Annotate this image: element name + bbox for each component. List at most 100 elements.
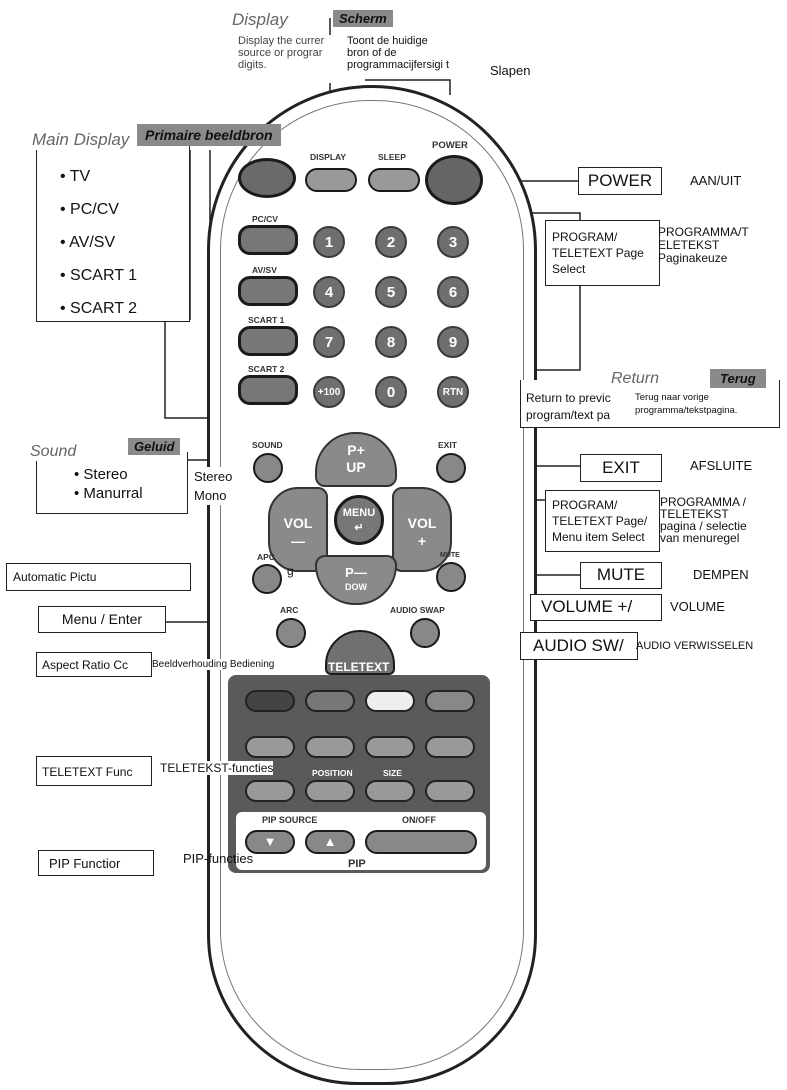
main-display-item: • TV [60,168,91,185]
display-nl-line-2: bron of de [347,47,397,59]
sound-item: • Manurral [74,485,143,502]
audio-swap-box-label: AUDIO SW/ [533,636,624,655]
teletext-func-button-4[interactable] [425,736,475,758]
pccv-button-label: PC/CV [252,214,278,224]
sound-button-label: SOUND [252,440,283,450]
sound-title: Sound [30,443,80,461]
pip-down-button[interactable]: ▼ [245,830,295,854]
display-description: Display the currer source or prograr dig… [238,35,348,83]
audio-swap-box: AUDIO SW/ [520,632,638,660]
volume-box: VOLUME +/ [530,594,662,621]
exit-box: EXIT [580,454,662,482]
mute-box: MUTE [580,562,662,589]
digit-9-button[interactable]: 9 [437,326,469,358]
rtn-button[interactable]: RTN [437,376,469,408]
size-button[interactable] [365,780,415,802]
digit-2-button[interactable]: 2 [375,226,407,258]
arc-box-label: Aspect Ratio Cc [42,658,129,672]
pip-label-nl: PIP-functies [183,851,254,866]
digit-3-button[interactable]: 3 [437,226,469,258]
menu-enter-button[interactable]: MENU ↵ [334,495,384,545]
plus-100-button[interactable]: +100 [313,376,345,408]
pip-label: PIP [348,858,366,870]
menu-item-nl-line: PROGRAMMA / [660,495,747,509]
audio-swap-button[interactable] [410,618,440,648]
p-up-sublabel: UP [346,459,366,475]
display-tag: Scherm [333,10,393,27]
teletext-func-button-1[interactable] [245,736,295,758]
display-desc-line-1: Display the currer [238,35,325,47]
vol-plus-button[interactable]: VOL + [392,487,452,572]
menu-item-nl-line: pagina / selectie [660,519,747,533]
digit-1-button[interactable]: 1 [313,226,345,258]
mute-button[interactable] [436,562,466,592]
program-box-line: TELETEXT Page [552,246,644,260]
apc-button[interactable] [252,564,282,594]
power-box: POWER [578,167,662,195]
menu-enter-box-label: Menu / Enter [61,611,143,627]
avsv-button[interactable] [238,276,298,306]
display-title: Display [232,10,288,29]
display-desc-line-2: source or prograr [238,47,323,59]
sleep-button-label: SLEEP [378,152,406,162]
power-label-nl: AAN/UIT [690,173,742,188]
p-down-sublabel: DOW [345,582,367,592]
return-nl: Terug naar vorige programma/tekstpagina. [635,391,737,417]
pip-source-label: PIP SOURCE [262,815,318,825]
display-button-label: DISPLAY [310,152,347,162]
digit-4-button[interactable]: 4 [313,276,345,308]
digit-5-button[interactable]: 5 [375,276,407,308]
exit-button[interactable] [436,453,466,483]
teletext-func-button-2[interactable] [305,736,355,758]
pip-box: PIP Functior [38,850,154,876]
program-nl-line: PROGRAMMA/T [658,225,749,239]
color-button-blue[interactable] [425,690,475,712]
teletext-func-button-3[interactable] [365,736,415,758]
digit-7-button[interactable]: 7 [313,326,345,358]
sound-nl: Stereo Mono [194,467,233,505]
menu-item-box-line: Menu item Select [552,530,645,544]
color-button-green[interactable] [305,690,355,712]
pip-onoff-button[interactable] [365,830,477,854]
volume-label-nl: VOLUME [670,599,725,614]
vol-minus-sublabel: — [291,533,305,549]
arc-button[interactable] [276,618,306,648]
display-description-nl: Toont de huidige bron of de programmacij… [347,35,457,71]
pip-up-button[interactable]: ▲ [305,830,355,854]
digit-6-button[interactable]: 6 [437,276,469,308]
apc-box: Automatic Pictu [6,563,191,591]
sound-button[interactable] [253,453,283,483]
digit-8-button[interactable]: 8 [375,326,407,358]
return-desc-line: program/text pa [526,408,611,422]
power-button[interactable] [425,155,483,205]
enter-icon: ↵ [354,522,364,534]
display-nl-line-3: programmacijfersigi t [347,59,450,71]
apc-button-label: APC [257,552,275,562]
menu-enter-box: Menu / Enter [38,606,166,633]
mute-button-label: MUTE [440,552,460,559]
digit-0-button[interactable]: 0 [375,376,407,408]
display-desc-line-3: digits. [238,59,267,71]
scart2-button[interactable] [238,375,298,405]
onoff-label: ON/OFF [402,815,436,825]
teletext-func-button-6[interactable] [425,780,475,802]
position-button[interactable] [305,780,355,802]
p-up-label: P+ [347,442,365,458]
color-button-yellow[interactable] [365,690,415,712]
arc-label-nl: Beeldverhouding Bediening [152,659,275,670]
pccv-button[interactable] [238,225,298,255]
tv-button[interactable] [238,158,296,198]
sleep-button[interactable] [368,168,420,192]
return-desc: Return to previc program/text pa [526,390,611,424]
scart1-button[interactable] [238,326,298,356]
exit-label-nl: AFSLUITE [690,458,753,473]
teletext-label: TELETEXT [328,660,390,674]
exit-button-label: EXIT [438,440,457,450]
teletext-func-button-5[interactable] [245,780,295,802]
display-button[interactable] [305,168,357,192]
menu-item-nl-line: TELETEKST [660,507,729,521]
arc-box: Aspect Ratio Cc [36,652,152,677]
sleep-label-nl: Slapen [490,63,531,78]
main-display-title: Main Display [32,130,134,150]
color-button-red[interactable] [245,690,295,712]
